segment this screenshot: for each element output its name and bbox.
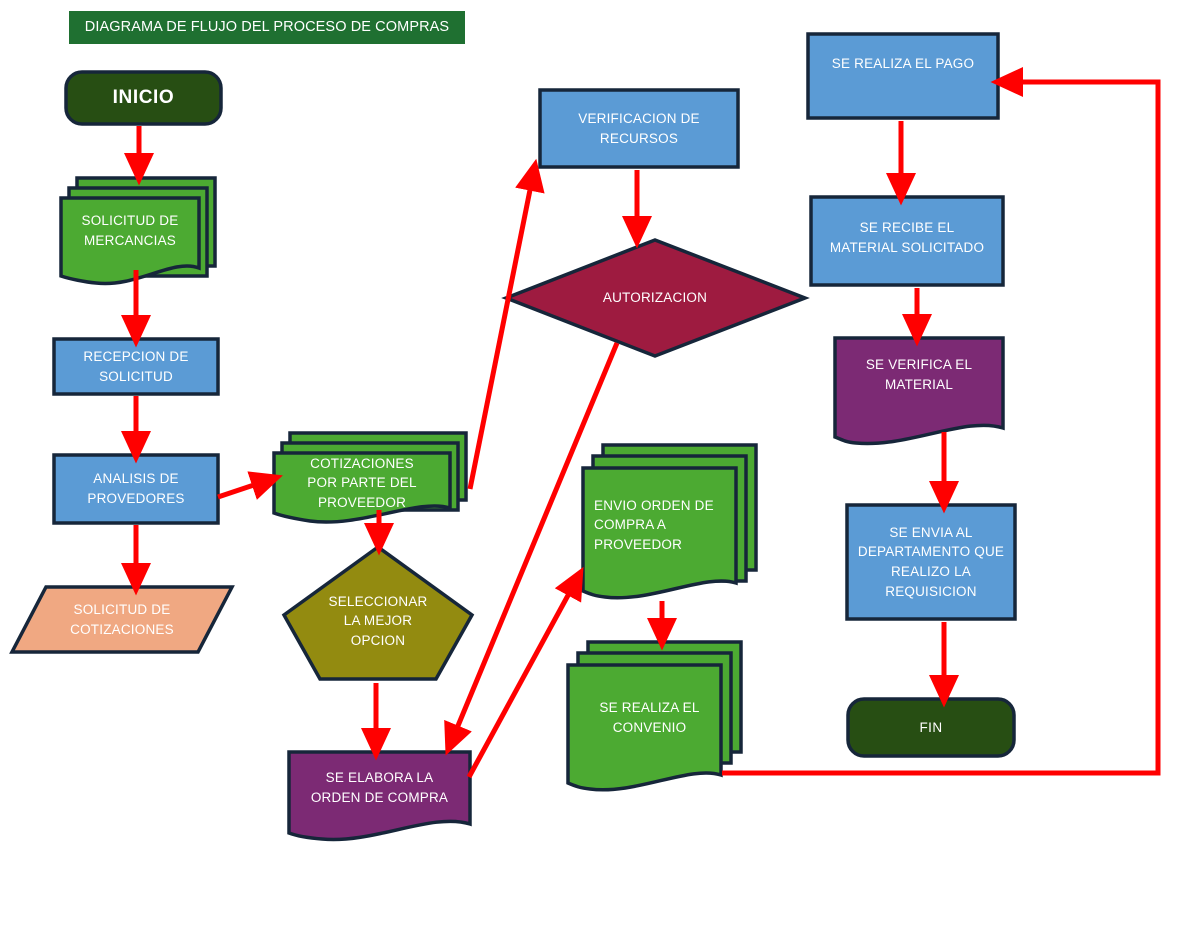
node-recepcion — [52, 337, 220, 396]
node-analisis — [52, 453, 220, 525]
connector-analisis-to-cotizaciones — [217, 471, 283, 500]
node-solicitud_cot — [9, 585, 235, 654]
node-convenio — [566, 640, 743, 792]
node-autorizacion — [501, 238, 810, 358]
node-envio_orden — [581, 443, 758, 600]
node-verifica_mat — [833, 336, 1005, 446]
connector-orden_compra-to-envio_orden — [466, 566, 584, 779]
node-cotizaciones — [272, 431, 468, 524]
node-pago — [806, 32, 1000, 120]
node-solicitud_merc — [59, 176, 217, 286]
node-seleccionar — [281, 544, 475, 681]
connector-convenio-to-pago — [722, 67, 1161, 776]
node-inicio — [64, 70, 223, 126]
node-titulo — [69, 11, 465, 44]
connector-seleccionar-to-verificacion — [467, 158, 545, 490]
node-orden_compra — [287, 750, 472, 842]
node-envia_depto — [845, 503, 1017, 621]
connector-autorizacion-to-orden_compra — [444, 342, 620, 756]
node-recibe_material — [809, 195, 1005, 287]
node-verificacion — [538, 88, 740, 169]
node-fin — [846, 697, 1016, 758]
